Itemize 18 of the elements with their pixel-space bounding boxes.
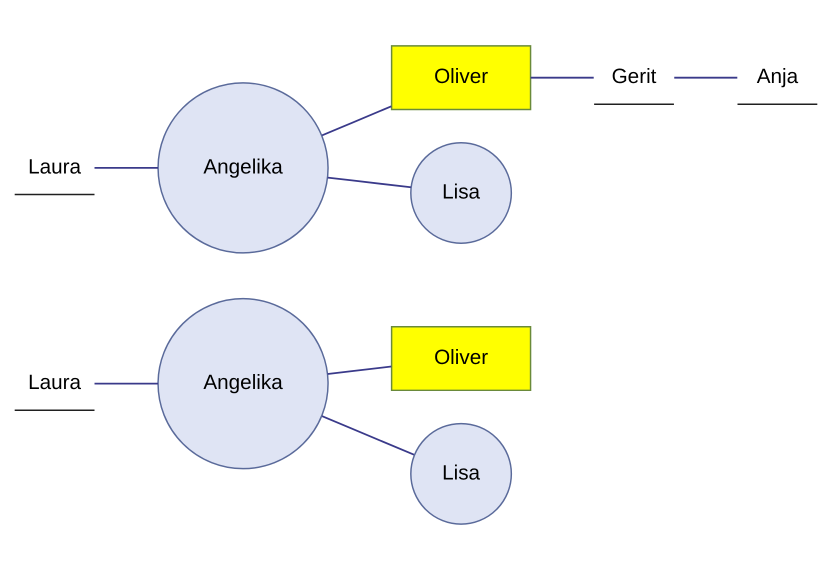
- node-circle: Angelika: [157, 297, 329, 469]
- node-circle: Lisa: [410, 141, 512, 244]
- connector: [322, 414, 414, 456]
- node-box: Oliver: [390, 326, 532, 391]
- node-circle: Lisa: [410, 422, 512, 524]
- node-circle: Angelika: [157, 82, 329, 254]
- node-text: Gerit: [612, 64, 656, 88]
- connector: [674, 76, 738, 78]
- node-text: Anja: [756, 64, 798, 88]
- connector: [328, 176, 411, 188]
- connector: [530, 76, 594, 78]
- connector: [328, 365, 392, 374]
- connector: [322, 105, 392, 136]
- node-text: Laura: [28, 154, 82, 178]
- connector: [94, 382, 158, 384]
- node-text: Laura: [28, 370, 82, 394]
- node-box: Oliver: [390, 44, 532, 110]
- connector: [94, 166, 158, 168]
